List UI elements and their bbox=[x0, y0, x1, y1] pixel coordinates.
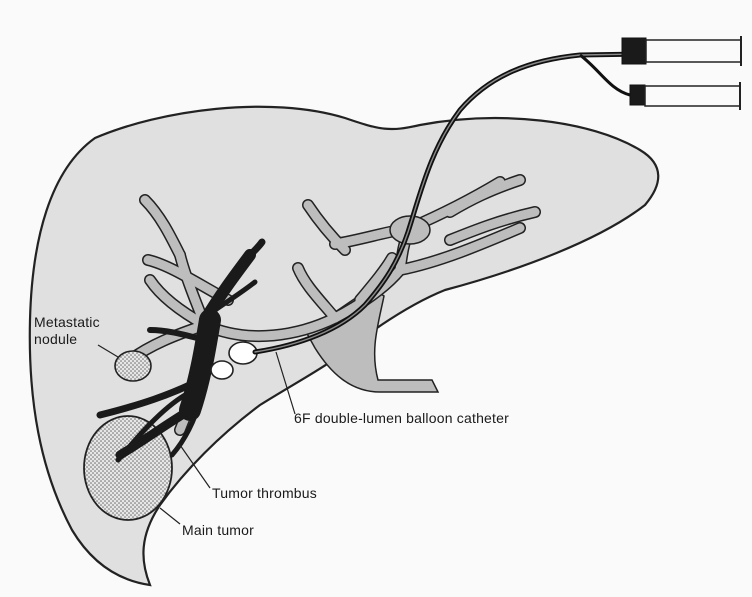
label-catheter: 6F double-lumen balloon catheter bbox=[294, 410, 509, 427]
syringe-top bbox=[622, 36, 741, 66]
label-main-tumor: Main tumor bbox=[182, 522, 254, 539]
balloon-2 bbox=[211, 361, 233, 379]
label-tumor-thrombus: Tumor thrombus bbox=[212, 485, 317, 502]
leader-main-tumor bbox=[160, 508, 180, 524]
label-metastatic-line2: nodule bbox=[34, 331, 77, 348]
metastatic-nodule bbox=[115, 351, 151, 381]
syringe-bottom bbox=[630, 82, 740, 110]
label-metastatic-line1: Metastatic bbox=[34, 314, 100, 331]
